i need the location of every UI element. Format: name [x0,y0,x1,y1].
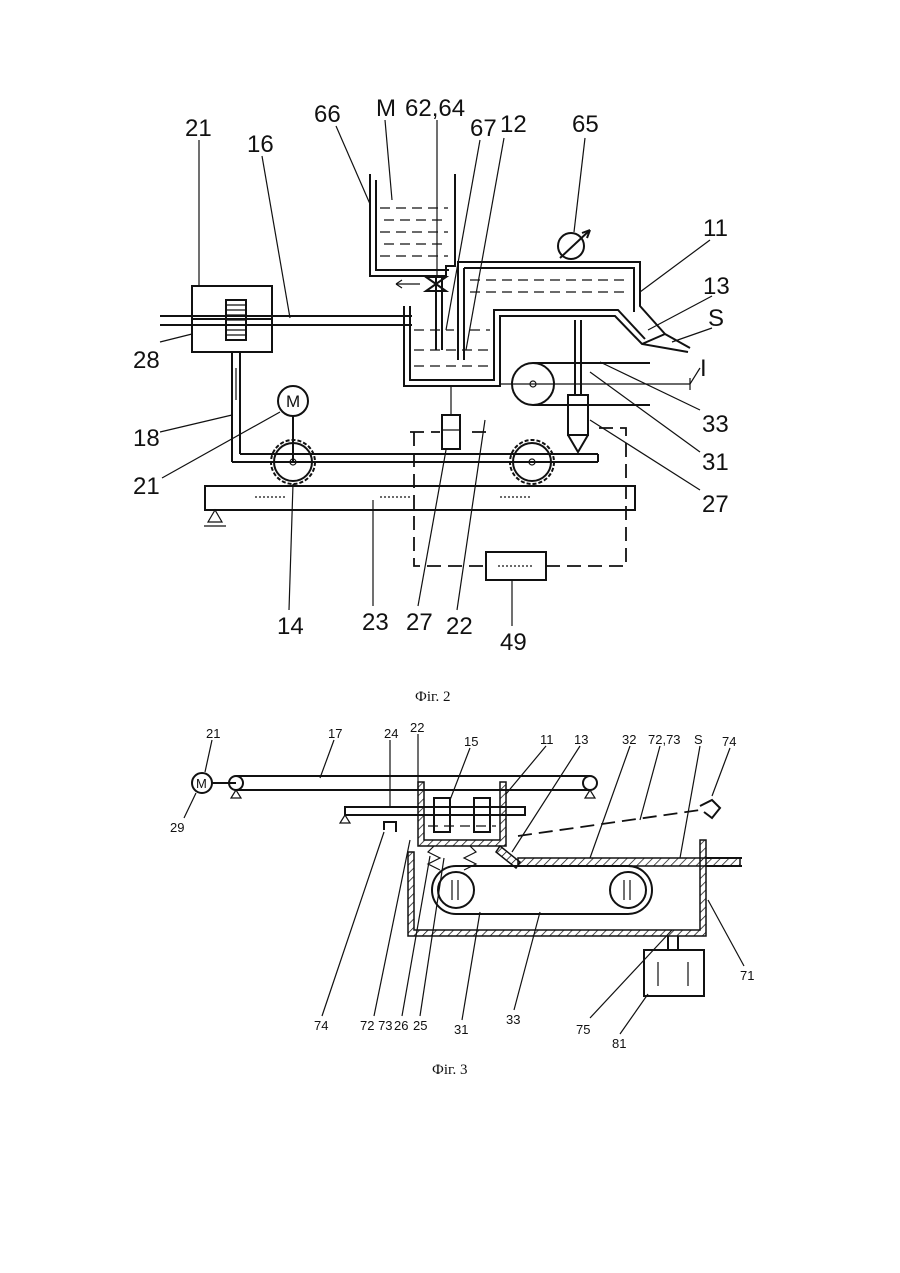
leader-lines-fig3 [184,734,744,1034]
label-72-73-top: 72,73 [648,732,681,747]
label-M: M [376,95,396,122]
label-16: 16 [247,131,274,158]
label-25: 25 [413,1018,427,1033]
label-81: 81 [612,1036,626,1051]
label-11: 11 [703,215,728,242]
rail-23 [204,486,635,526]
label-13: 13 [703,273,730,300]
label-31: 31 [702,449,729,476]
motor-label: M [286,392,300,411]
injector-27 [442,386,460,449]
label-13: 13 [574,732,588,747]
belt-17 [212,776,597,798]
label-12: 12 [500,111,527,138]
label-27-right: 27 [702,491,729,518]
label-14: 14 [277,613,304,640]
tank-81 [644,936,704,996]
label-71: 71 [740,968,754,983]
gauge-65 [558,230,590,259]
label-11: 11 [540,732,554,747]
label-27-bottom: 27 [406,609,433,636]
label-62-64: 62,64 [405,95,465,122]
label-17: 17 [328,726,342,741]
label-32: 32 [622,732,636,747]
label-S: S [708,305,724,332]
conveyor-31 [432,866,652,914]
label-26: 26 [394,1018,408,1033]
label-72-73-bottom: 72 73 [360,1018,393,1033]
figure-2-caption: Фіг. 2 [415,689,450,705]
label-31: 31 [454,1022,468,1037]
label-21-top: 21 [185,115,212,142]
label-21-bottom: 21 [133,473,160,500]
label-29: 29 [170,820,184,835]
label-33: 33 [702,411,729,438]
label-22: 22 [410,720,424,735]
figure-2: M [133,95,730,705]
sprayer-27 [568,320,588,452]
label-I: I [700,355,707,382]
label-24: 24 [384,726,398,741]
label-74-right: 74 [722,734,736,749]
label-33: 33 [506,1012,520,1027]
leader-lines-fig2 [160,120,712,626]
cable-72-73 [518,810,700,836]
label-22: 22 [446,613,473,640]
label-74-left: 74 [314,1018,328,1033]
gearbox-21 [192,286,272,352]
label-75: 75 [576,1022,590,1037]
label-18: 18 [133,425,160,452]
label-21: 21 [206,726,220,741]
label-65: 65 [572,111,599,138]
label-67: 67 [470,115,497,142]
label-15: 15 [464,734,478,749]
label-66: 66 [314,101,341,128]
hook-74-right [700,800,720,818]
shaft-24 [340,807,525,823]
figure-3-caption: Фіг. 3 [432,1062,467,1078]
figure-3: M [170,720,754,1078]
motor-label-fig3: M [196,776,207,791]
label-23: 23 [362,609,389,636]
hook-74-left [384,822,396,832]
roller-33 [500,363,690,405]
controller-49 [486,552,546,580]
motor-29: M [192,773,212,793]
label-49: 49 [500,629,527,656]
label-28: 28 [133,347,160,374]
label-S: S [694,732,703,747]
motor-21: M [278,386,308,462]
nozzle-13 [496,846,520,868]
reservoir-66 [370,174,455,276]
